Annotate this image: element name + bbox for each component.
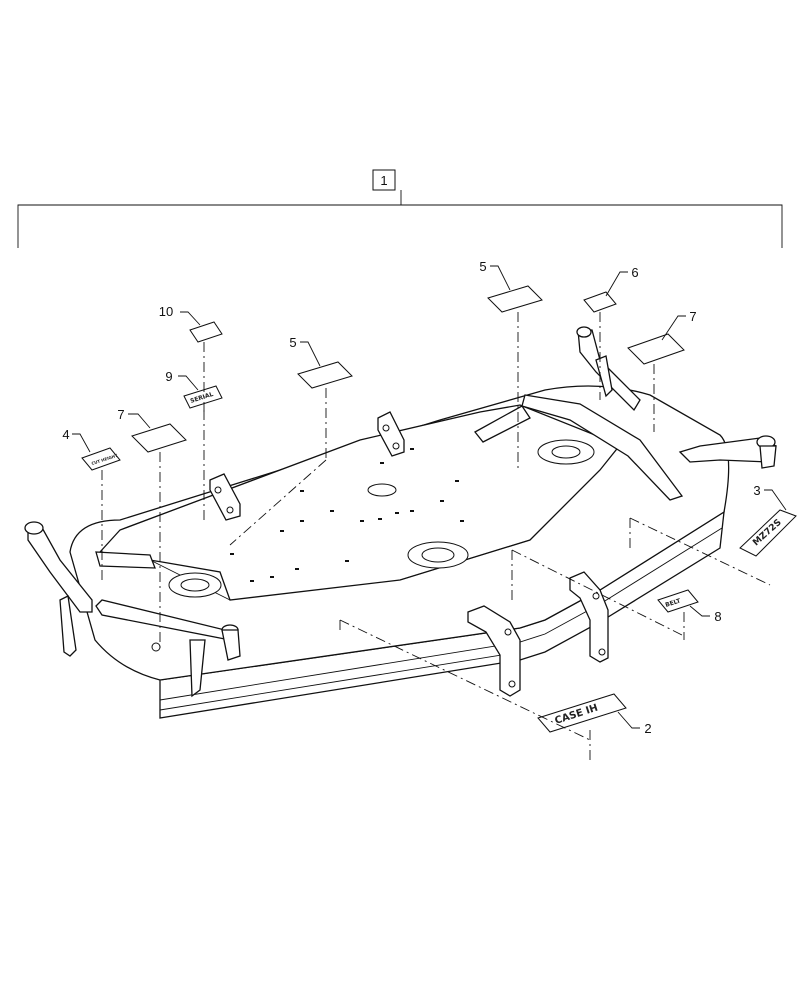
callout-7-right: 7 xyxy=(689,309,696,324)
placement-lines xyxy=(101,312,771,760)
decal-item-5-rear xyxy=(487,285,543,313)
leader-lines xyxy=(72,265,787,729)
callouts: 10 9 7 4 5 5 6 7 3 8 2 xyxy=(62,259,760,736)
callout-8: 8 xyxy=(714,609,721,624)
decal-item-6 xyxy=(583,291,617,313)
callout-9: 9 xyxy=(165,369,172,384)
assembly-bracket: 1 xyxy=(17,169,783,248)
callout-4: 4 xyxy=(62,427,69,442)
decal-item-2: CASE IH xyxy=(537,693,627,733)
deck-slots xyxy=(230,448,464,582)
callout-1: 1 xyxy=(380,173,387,188)
callout-10: 10 xyxy=(159,304,173,319)
callout-6: 6 xyxy=(631,265,638,280)
callout-2: 2 xyxy=(644,721,651,736)
decal-item-9: SERIAL xyxy=(183,385,223,409)
decal-item-5-mid xyxy=(297,361,353,389)
decal-item-3: MZ72S xyxy=(739,509,797,557)
mower-deck xyxy=(24,326,777,719)
decal-belt-text: BELT xyxy=(664,597,682,609)
callout-5-rear: 5 xyxy=(479,259,486,274)
decal-item-7-right xyxy=(627,333,685,365)
callout-3: 3 xyxy=(753,483,760,498)
decal-item-7-left xyxy=(131,423,187,453)
decal-item-4: CUT HEIGHT xyxy=(81,447,121,471)
decal-item-8: BELT xyxy=(657,589,699,613)
callout-5-mid: 5 xyxy=(289,335,296,350)
decal-item-10 xyxy=(189,321,223,343)
callout-7-left: 7 xyxy=(117,407,124,422)
